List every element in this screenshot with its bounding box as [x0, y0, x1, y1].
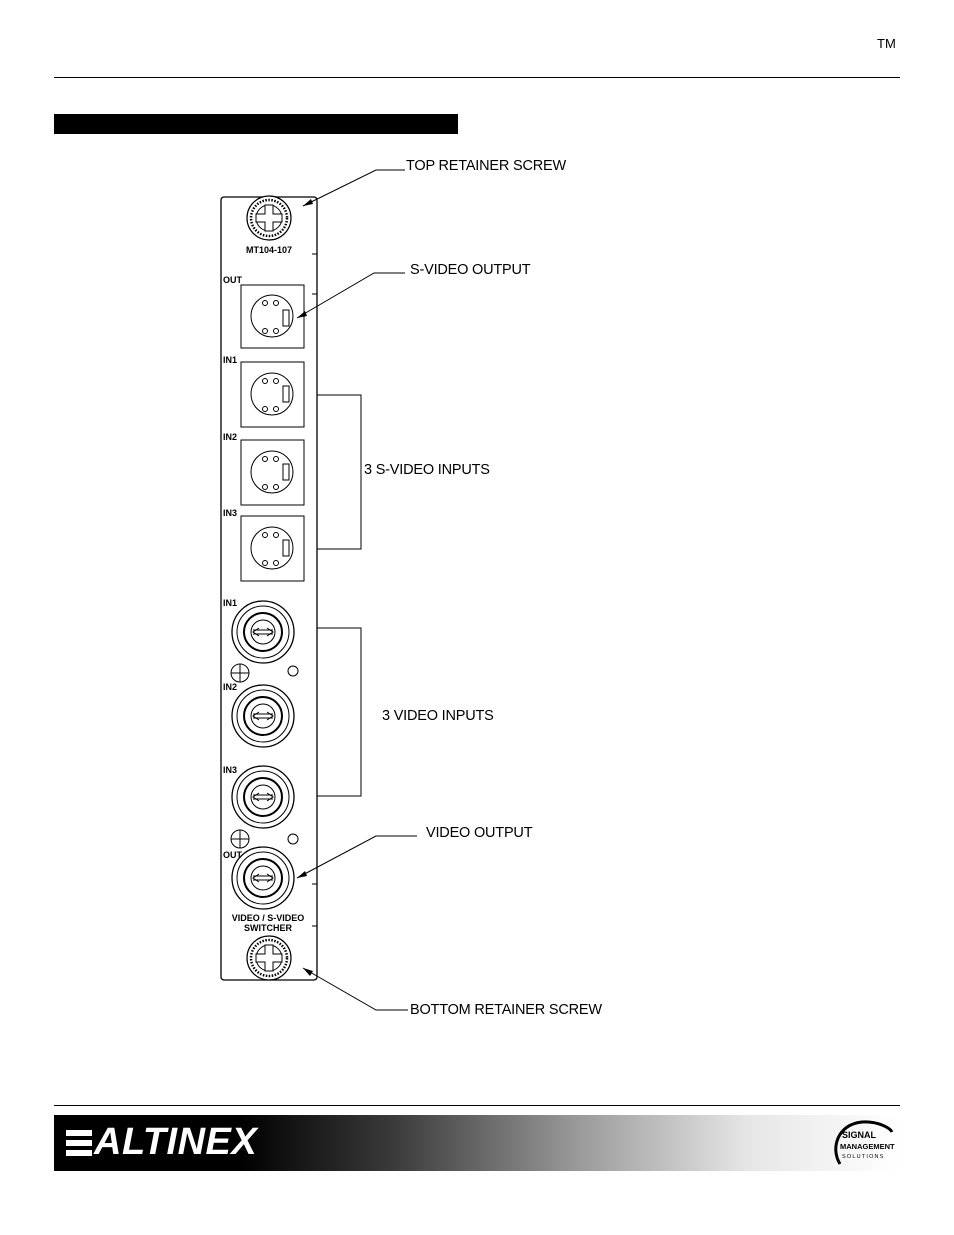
altinex-logo: ALTINEX: [66, 1121, 257, 1164]
svideo-label-in2: IN2: [223, 432, 237, 442]
panel-screw-icon: [231, 664, 249, 682]
callout-bottom-retainer-screw: BOTTOM RETAINER SCREW: [410, 1002, 602, 1018]
callout-video-inputs: 3 VIDEO INPUTS: [382, 708, 494, 724]
sms-logo-word2: MANAGEMENT: [840, 1142, 895, 1151]
panel-model-label: MT104-107: [246, 245, 292, 255]
callout-video-output: VIDEO OUTPUT: [426, 825, 533, 841]
sms-logo-word3: SOLUTIONS: [842, 1154, 885, 1160]
svideo-output-connector-icon: [241, 285, 304, 348]
footer-rule: [54, 1105, 900, 1106]
svideo-label-in1: IN1: [223, 355, 237, 365]
svideo-label-out: OUT: [223, 275, 243, 285]
bottom-retainer-screw-icon: [247, 936, 291, 980]
callout-top-retainer-screw: TOP RETAINER SCREW: [406, 158, 566, 174]
panel-led-icon: [288, 666, 298, 676]
top-retainer-screw-icon: [247, 196, 291, 240]
svideo-input-2-connector-icon: [241, 440, 304, 505]
bnc-input-1-connector-icon: [232, 601, 294, 663]
bnc-label-in1: IN1: [223, 598, 237, 608]
sms-logo-word1: SIGNAL: [842, 1130, 877, 1140]
brand-name: ALTINEX: [94, 1121, 257, 1163]
svideo-input-3-connector-icon: [241, 516, 304, 581]
panel-led-icon: [288, 834, 298, 844]
panel-title-line1: VIDEO / S-VIDEO: [232, 913, 305, 923]
svideo-label-in3: IN3: [223, 508, 237, 518]
bnc-label-in2: IN2: [223, 682, 237, 692]
bnc-label-in3: IN3: [223, 765, 237, 775]
callout-svideo-output: S-VIDEO OUTPUT: [410, 262, 531, 278]
bnc-input-2-connector-icon: [232, 685, 294, 747]
callout-svideo-inputs: 3 S-VIDEO INPUTS: [364, 462, 490, 478]
signal-management-solutions-logo: SIGNAL MANAGEMENT SOLUTIONS: [830, 1118, 900, 1170]
svideo-input-1-connector-icon: [241, 362, 304, 427]
panel-screw-icon: [231, 830, 249, 848]
bnc-input-3-connector-icon: [232, 766, 294, 828]
panel-title-line2: SWITCHER: [244, 923, 292, 933]
bnc-label-out: OUT: [223, 850, 243, 860]
brand-stripes-icon: [66, 1130, 92, 1156]
